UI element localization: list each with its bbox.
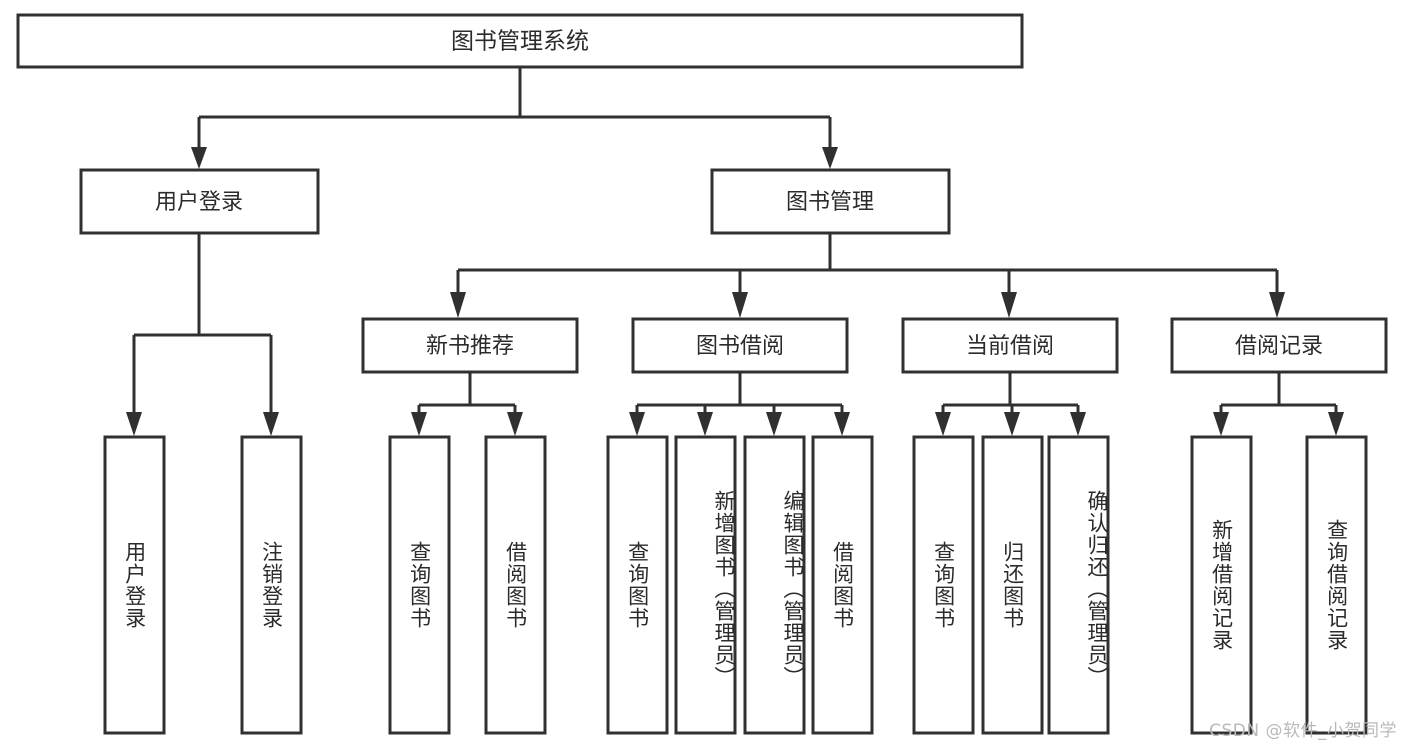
arrow-br-leaf-1 [1213,412,1229,436]
leaf-box-cb-confirm-return[interactable] [1047,435,1110,735]
book-borrow-label: 图书借阅 [696,334,784,359]
new-book-recommend-box[interactable] [361,317,579,374]
leaf-box-nbr-query-book[interactable] [388,435,451,735]
connector-user-login-to-leaves [126,233,279,436]
node-user-login[interactable]: 用户登录 [79,168,320,235]
arrow-to-current-borrow [1001,292,1017,318]
root-label: 图书管理系统 [451,29,589,55]
connector-book-borrow-to-leaves [629,372,850,436]
root-box[interactable] [16,13,1024,69]
node-root[interactable]: 图书管理系统 [16,13,1024,69]
node-new-book-recommend[interactable]: 新书推荐 [361,317,579,374]
book-borrow-box[interactable] [631,317,849,374]
leaf-box-bb-query-book[interactable] [606,435,669,735]
book-manage-box[interactable] [710,168,951,235]
arrow-nbr-leaf-1 [411,412,427,436]
watermark-text: CSDN @软件_小贺同学 [1209,721,1397,741]
connector-current-borrow-to-leaves [935,372,1086,436]
user-login-label: 用户登录 [155,190,243,215]
arrow-bb-leaf-1 [629,412,645,436]
new-book-recommend-label: 新书推荐 [426,334,514,359]
arrow-to-borrow-record [1269,292,1285,318]
leaf-box-bb-add-book[interactable] [674,435,737,735]
arrow-bb-leaf-2 [697,412,713,436]
arrow-to-user-login [191,147,207,169]
arrow-cb-leaf-3 [1070,412,1086,436]
connector-root-to-level2 [191,67,838,169]
leaf-box-cb-query-book[interactable] [912,435,975,735]
arrow-to-new-book-recommend [450,292,466,318]
node-book-borrow[interactable]: 图书借阅 [631,317,849,374]
arrow-to-leaf-logout [263,412,279,436]
leaf-box-nbr-borrow-book[interactable] [484,435,547,735]
arrow-to-book-borrow [732,292,748,318]
leaf-box-bb-edit-book[interactable] [743,435,806,735]
current-borrow-label: 当前借阅 [966,334,1054,359]
leaf-box-br-query-record[interactable] [1305,435,1368,735]
borrow-record-label: 借阅记录 [1235,334,1323,359]
current-borrow-box[interactable] [901,317,1119,374]
arrow-bb-leaf-3 [766,412,782,436]
arrow-cb-leaf-2 [1004,412,1020,436]
leaf-box-user-login[interactable] [103,435,166,735]
arrow-bb-leaf-4 [834,412,850,436]
connector-book-manage-to-level3 [450,233,1285,318]
arrow-cb-leaf-1 [935,412,951,436]
connector-borrow-record-to-leaves [1213,372,1344,436]
leaf-box-logout[interactable] [240,435,303,735]
connector-new-book-recommend-to-leaves [411,372,523,436]
arrow-to-book-manage [822,147,838,169]
leaf-box-br-add-record[interactable] [1190,435,1253,735]
arrow-to-leaf-user-login [126,412,142,436]
node-current-borrow[interactable]: 当前借阅 [901,317,1119,374]
arrow-br-leaf-2 [1328,412,1344,436]
node-book-manage[interactable]: 图书管理 [710,168,951,235]
book-manage-label: 图书管理 [786,190,874,215]
node-borrow-record[interactable]: 借阅记录 [1170,317,1388,374]
leaf-box-bb-borrow-book[interactable] [811,435,874,735]
arrow-nbr-leaf-2 [507,412,523,436]
borrow-record-box[interactable] [1170,317,1388,374]
leaf-box-cb-return-book[interactable] [981,435,1044,735]
